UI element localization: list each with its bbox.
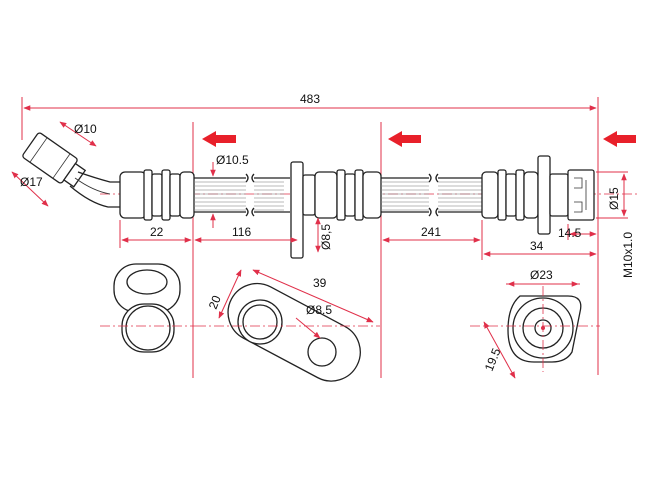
hose-segment-2 [381,173,482,217]
thread-spec-label: M10x1.0 [621,232,635,278]
overall-length-label: 483 [300,92,320,106]
fitting-diameter-label: Ø10 [74,122,97,136]
right-span-label: 241 [421,225,441,239]
nut-diameter-label: Ø17 [20,175,43,189]
right-end-dimensions: 14.5 Ø15 M10x1.0 [558,171,635,278]
arrow-middle-icon [388,131,421,147]
hose-segment-1 [194,173,290,217]
direction-arrows [202,131,636,147]
section-lines [192,122,382,378]
thread-diameter-label: Ø15 [607,187,621,210]
right-ferrule [481,155,595,235]
thread-offset-label: 14.5 [558,226,582,240]
middle-bracket: Ø8,5 [290,161,382,259]
overall-dimension: 483 [21,92,599,375]
hose-diameter-dimension: Ø10.5 [210,153,249,228]
right-fitting-label: 34 [530,239,544,253]
length-dimensions: 22 116 241 34 [119,220,597,260]
bracket-width-label: 20 [206,293,224,311]
right-bracket-height-label: 19.5 [482,346,504,373]
bracket-length-label: 39 [313,276,327,290]
bracket-hole-view-label: Ø8.5 [306,303,332,317]
right-bracket-view: Ø23 19.5 [470,268,600,379]
middle-bracket-view: 39 20 Ø8.5 [196,269,380,382]
bracket-hole-label: Ø8,5 [319,224,333,250]
left-ferrule [119,169,195,221]
left-angled-fitting: Ø10 Ø17 [11,121,122,208]
hose-diameter-label: Ø10.5 [216,153,249,167]
arrow-right-icon [603,131,636,147]
left-segment-label: 22 [150,225,164,239]
arrow-left-icon [202,131,236,147]
left-span-label: 116 [232,225,251,239]
right-bracket-diameter-label: Ø23 [530,268,553,282]
left-end-view [100,263,196,353]
